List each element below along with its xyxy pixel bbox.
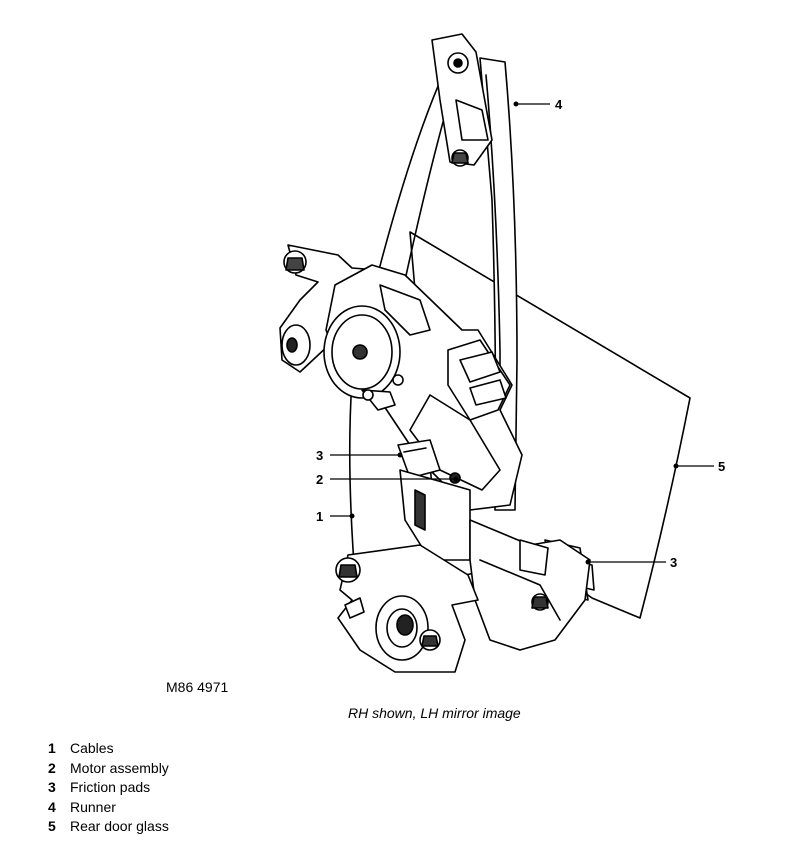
callout-3: 3 xyxy=(316,448,323,463)
legend-item: 2 Motor assembly xyxy=(48,759,169,779)
legend-label: Cables xyxy=(70,740,114,756)
callout-2-dot xyxy=(453,476,459,482)
lower-pulley-bracket xyxy=(335,544,479,673)
callout-4-dot xyxy=(513,101,519,107)
figure-note: RH shown, LH mirror image xyxy=(348,705,521,721)
runner xyxy=(431,33,518,511)
legend-item: 4 Runner xyxy=(48,798,169,818)
leader-lines xyxy=(330,103,714,563)
motor-assembly xyxy=(323,264,523,511)
callout-5: 5 xyxy=(718,459,725,474)
callout-1: 1 xyxy=(316,509,323,524)
legend-label: Friction pads xyxy=(70,779,151,795)
figure-code: M86 4971 xyxy=(166,679,229,695)
callout-3-dot xyxy=(397,452,403,458)
legend-number: 1 xyxy=(48,740,56,756)
callout-5-dot xyxy=(673,463,679,469)
legend-item: 5 Rear door glass xyxy=(48,817,169,837)
legend-item: 3 Friction pads xyxy=(48,778,169,798)
legend-number: 2 xyxy=(48,759,56,776)
legend-label: Runner xyxy=(70,798,116,815)
window-regulator-illustration: 3 2 1 4 5 3 xyxy=(279,33,725,673)
legend-item: 1 Cables xyxy=(48,739,169,759)
callout-4: 4 xyxy=(555,97,563,112)
legend-label: Motor assembly xyxy=(70,759,169,776)
legend-number: 5 xyxy=(48,818,56,834)
rear-door-glass xyxy=(409,231,691,619)
callout-3b: 3 xyxy=(670,555,677,570)
legend-number: 3 xyxy=(48,779,56,795)
callout-2: 2 xyxy=(316,472,323,487)
legend-label: Rear door glass xyxy=(70,818,169,834)
parts-legend: 1 Cables 2 Motor assembly 3 Friction pads 4… xyxy=(48,739,169,837)
callout-1-dot xyxy=(349,513,355,519)
legend-number: 4 xyxy=(48,798,56,815)
callout-3b-dot xyxy=(585,559,591,565)
lower-carrier xyxy=(399,469,591,651)
